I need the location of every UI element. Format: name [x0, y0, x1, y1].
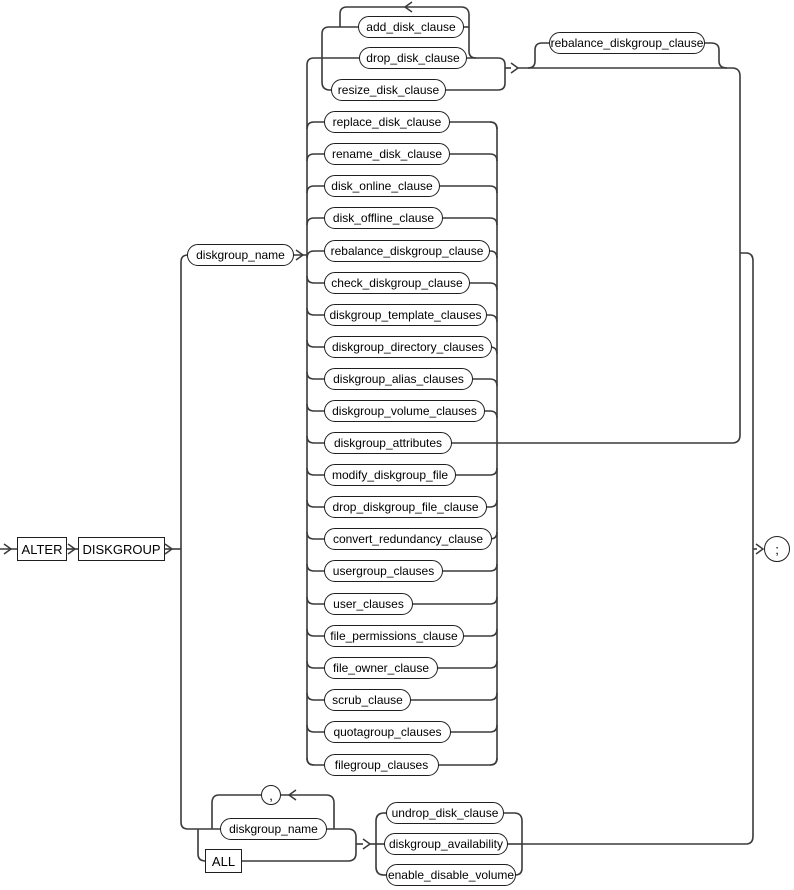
node-disk-offline-clause: disk_offline_clause: [324, 207, 443, 229]
node-diskgroup-name-top: diskgroup_name: [187, 244, 294, 266]
node-add-disk-clause: add_disk_clause: [358, 16, 464, 38]
node-undrop-disk-clause: undrop_disk_clause: [386, 802, 504, 824]
terminal-comma: ,: [261, 785, 281, 805]
node-drop-diskgroup-file-clause: drop_diskgroup_file_clause: [324, 496, 487, 518]
node-scrub-clause: scrub_clause: [324, 689, 411, 711]
node-resize-disk-clause: resize_disk_clause: [331, 79, 446, 101]
node-filegroup-clauses: filegroup_clauses: [324, 754, 439, 776]
node-diskgroup-name-bottom: diskgroup_name: [220, 818, 327, 840]
node-file-owner-clause: file_owner_clause: [324, 657, 438, 679]
node-diskgroup-alias-clauses: diskgroup_alias_clauses: [324, 368, 473, 390]
node-quotagroup-clauses: quotagroup_clauses: [324, 721, 451, 743]
keyword-diskgroup: DISKGROUP: [78, 537, 165, 561]
node-modify-diskgroup-file: modify_diskgroup_file: [324, 464, 456, 486]
node-rebalance-diskgroup-clause: rebalance_diskgroup_clause: [324, 240, 490, 262]
terminal-semicolon: ;: [764, 536, 790, 562]
node-drop-disk-clause: drop_disk_clause: [359, 47, 467, 69]
node-usergroup-clauses: usergroup_clauses: [324, 560, 443, 582]
node-replace-disk-clause: replace_disk_clause: [324, 111, 450, 133]
node-check-diskgroup-clause: check_diskgroup_clause: [324, 272, 470, 294]
node-rename-disk-clause: rename_disk_clause: [324, 143, 450, 165]
keyword-alter: ALTER: [17, 537, 67, 561]
node-disk-online-clause: disk_online_clause: [324, 175, 440, 197]
arrowheads: [3, 1, 765, 850]
node-diskgroup-attributes: diskgroup_attributes: [324, 432, 452, 454]
node-enable-disable-volume: enable_disable_volume: [386, 864, 516, 886]
node-file-permissions-clause: file_permissions_clause: [324, 625, 464, 647]
node-diskgroup-directory-clauses: diskgroup_directory_clauses: [324, 336, 492, 358]
node-rebalance-diskgroup-clause-optional: rebalance_diskgroup_clause: [549, 32, 705, 54]
node-diskgroup-template-clauses: diskgroup_template_clauses: [324, 304, 487, 326]
node-user-clauses: user_clauses: [324, 593, 413, 615]
node-diskgroup-availability: diskgroup_availability: [384, 833, 508, 855]
node-diskgroup-volume-clauses: diskgroup_volume_clauses: [324, 400, 485, 422]
keyword-all: ALL: [205, 849, 242, 873]
node-convert-redundancy-clause: convert_redundancy_clause: [324, 528, 492, 550]
